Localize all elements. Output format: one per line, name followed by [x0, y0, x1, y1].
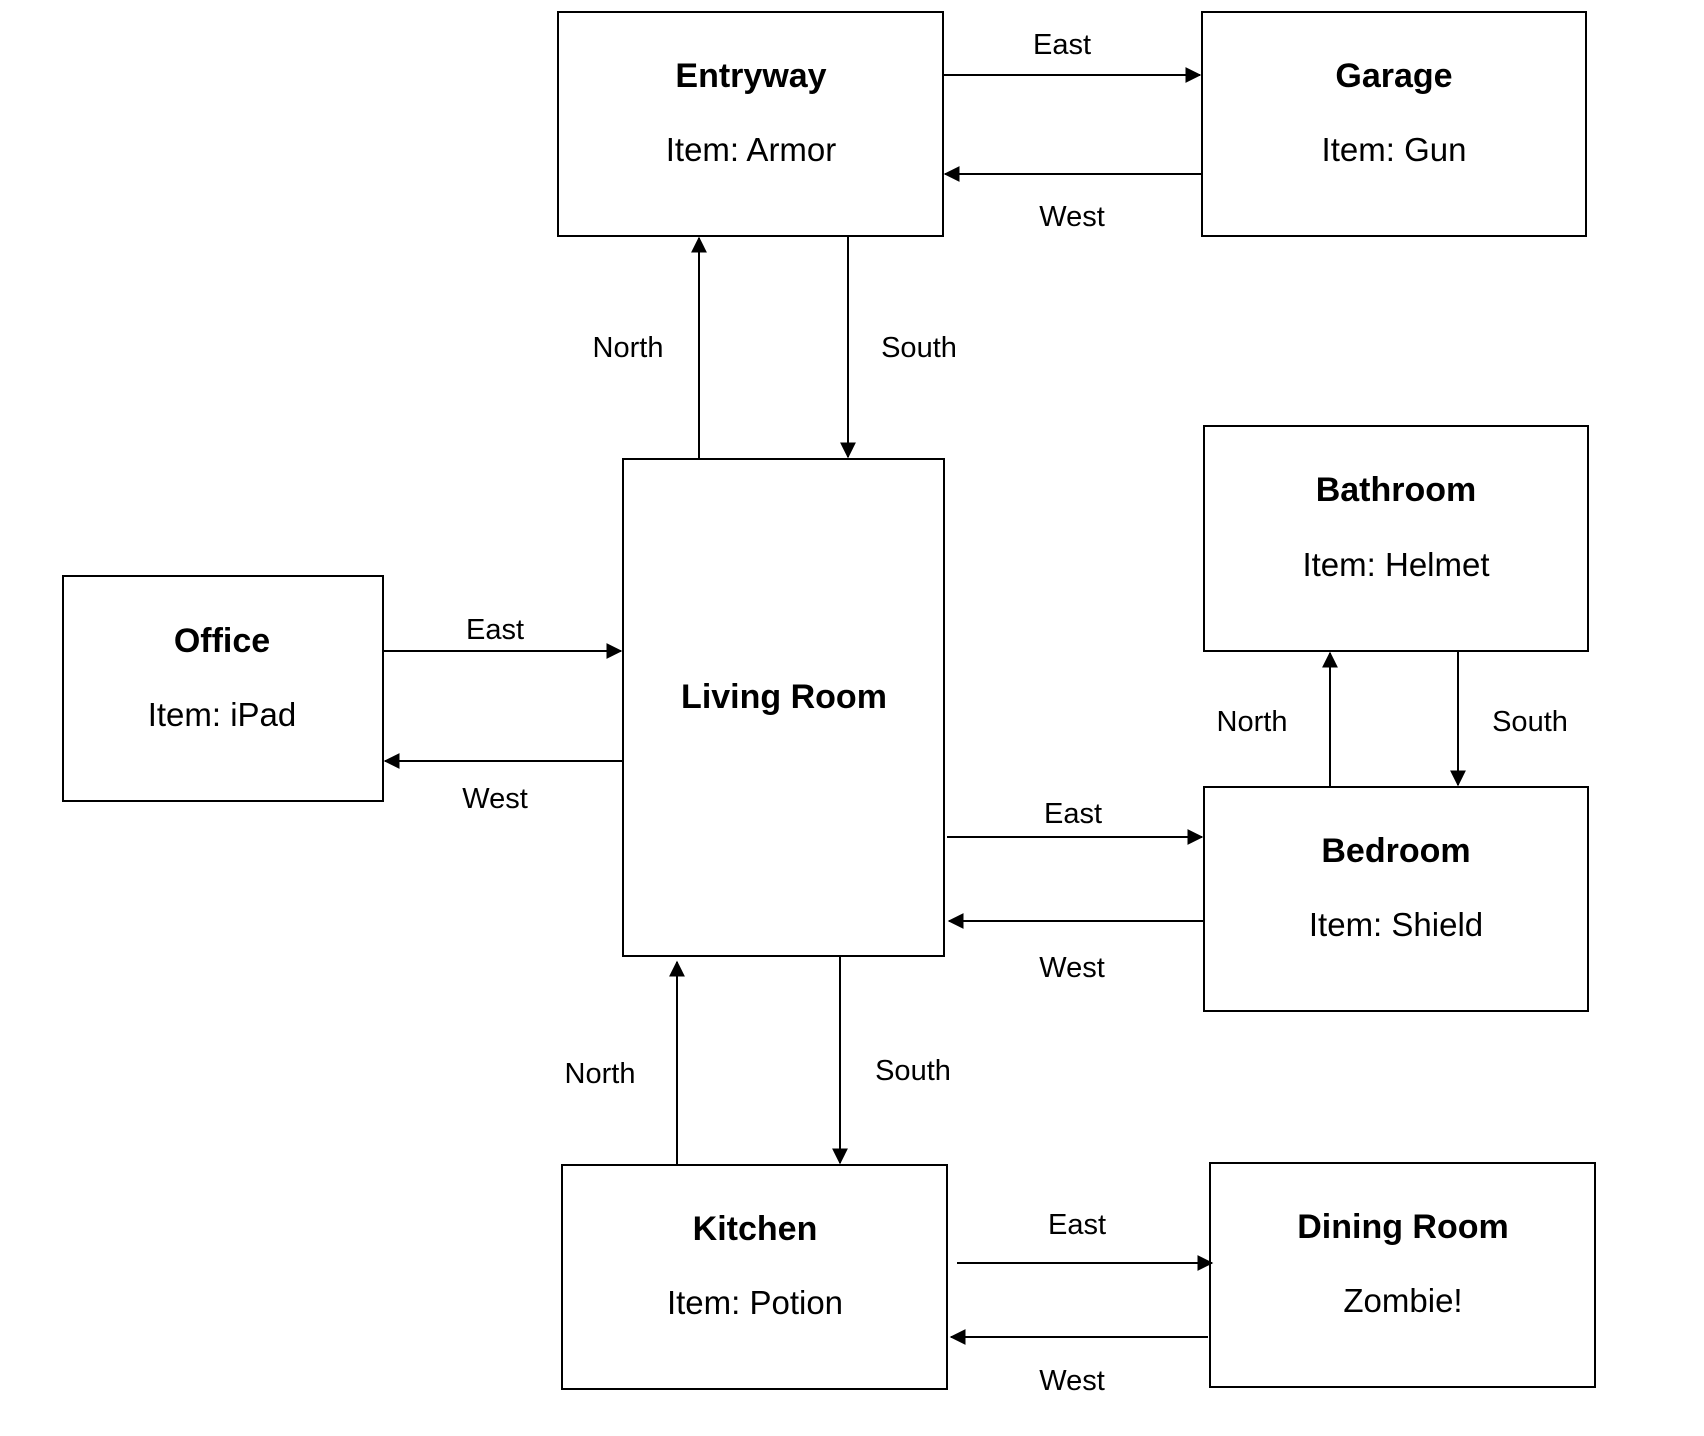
room-bedroom: Bedroom Item: Shield: [1203, 786, 1589, 1012]
room-dining-room-item: Zombie!: [1343, 1282, 1462, 1319]
label-living-north-entryway: North: [593, 332, 664, 364]
room-office-box: [62, 575, 384, 802]
room-garage-box: [1201, 11, 1587, 237]
connection-bedroom-north-bathroom: North: [1217, 651, 1338, 787]
connection-kitchen-north-living: North: [565, 960, 685, 1165]
room-garage-name: Garage: [1335, 57, 1452, 95]
connection-bathroom-south-bedroom: South: [1450, 651, 1568, 787]
connection-dining-west-kitchen: West: [949, 1329, 1208, 1397]
label-kitchen-east-dining: East: [1048, 1209, 1106, 1241]
label-bathroom-south-bedroom: South: [1492, 706, 1568, 738]
room-office-item: Item: iPad: [148, 696, 297, 733]
room-garage: Garage Item: Gun: [1201, 11, 1587, 237]
label-entryway-south-living: South: [881, 332, 957, 364]
label-office-east-living: East: [466, 614, 524, 646]
connection-living-west-office: West: [383, 753, 623, 815]
label-living-east-bedroom: East: [1044, 798, 1102, 830]
connection-living-east-bedroom: East: [947, 798, 1204, 845]
room-living-room-name: Living Room: [681, 678, 887, 716]
room-dining-room-name: Dining Room: [1297, 1208, 1509, 1246]
room-entryway-box: [557, 11, 944, 237]
room-bathroom: Bathroom Item: Helmet: [1203, 425, 1589, 652]
room-kitchen-box: [561, 1164, 948, 1390]
label-garage-west-entryway: West: [1039, 201, 1105, 233]
room-office-name: Office: [174, 622, 270, 660]
label-kitchen-north-living: North: [565, 1058, 636, 1090]
room-entryway-name: Entryway: [675, 57, 826, 95]
room-entryway-item: Item: Armor: [666, 131, 837, 168]
room-dining-room-box: [1209, 1162, 1596, 1388]
room-bedroom-item: Item: Shield: [1309, 906, 1483, 943]
connection-living-south-kitchen: South: [832, 956, 951, 1165]
room-office: Office Item: iPad: [62, 575, 384, 802]
label-bedroom-west-living: West: [1039, 952, 1105, 984]
room-bathroom-box: [1203, 425, 1589, 652]
connection-living-north-entryway: North: [593, 236, 707, 459]
label-living-south-kitchen: South: [875, 1055, 951, 1087]
connection-bedroom-west-living: West: [947, 913, 1204, 984]
connection-office-east-living: East: [383, 614, 623, 659]
connection-garage-west-entryway: West: [943, 166, 1202, 233]
room-living-room: Living Room: [622, 458, 945, 957]
label-bedroom-north-bathroom: North: [1217, 706, 1288, 738]
connection-kitchen-east-dining: East: [957, 1209, 1214, 1271]
room-kitchen: Kitchen Item: Potion: [561, 1164, 948, 1390]
room-kitchen-item: Item: Potion: [667, 1284, 843, 1321]
room-living-room-box: [622, 458, 945, 957]
room-kitchen-name: Kitchen: [693, 1210, 818, 1248]
connection-entryway-east-garage: East: [943, 29, 1202, 83]
connection-entryway-south-living: South: [840, 236, 957, 459]
room-bedroom-name: Bedroom: [1321, 832, 1470, 870]
label-dining-west-kitchen: West: [1039, 1365, 1105, 1397]
room-dining-room: Dining Room Zombie!: [1209, 1162, 1596, 1388]
label-living-west-office: West: [462, 783, 528, 815]
room-entryway: Entryway Item: Armor: [557, 11, 944, 237]
room-garage-item: Item: Gun: [1322, 131, 1467, 168]
label-entryway-east-garage: East: [1033, 29, 1091, 61]
room-bathroom-item: Item: Helmet: [1302, 546, 1489, 583]
room-bedroom-box: [1203, 786, 1589, 1012]
room-bathroom-name: Bathroom: [1316, 471, 1477, 509]
